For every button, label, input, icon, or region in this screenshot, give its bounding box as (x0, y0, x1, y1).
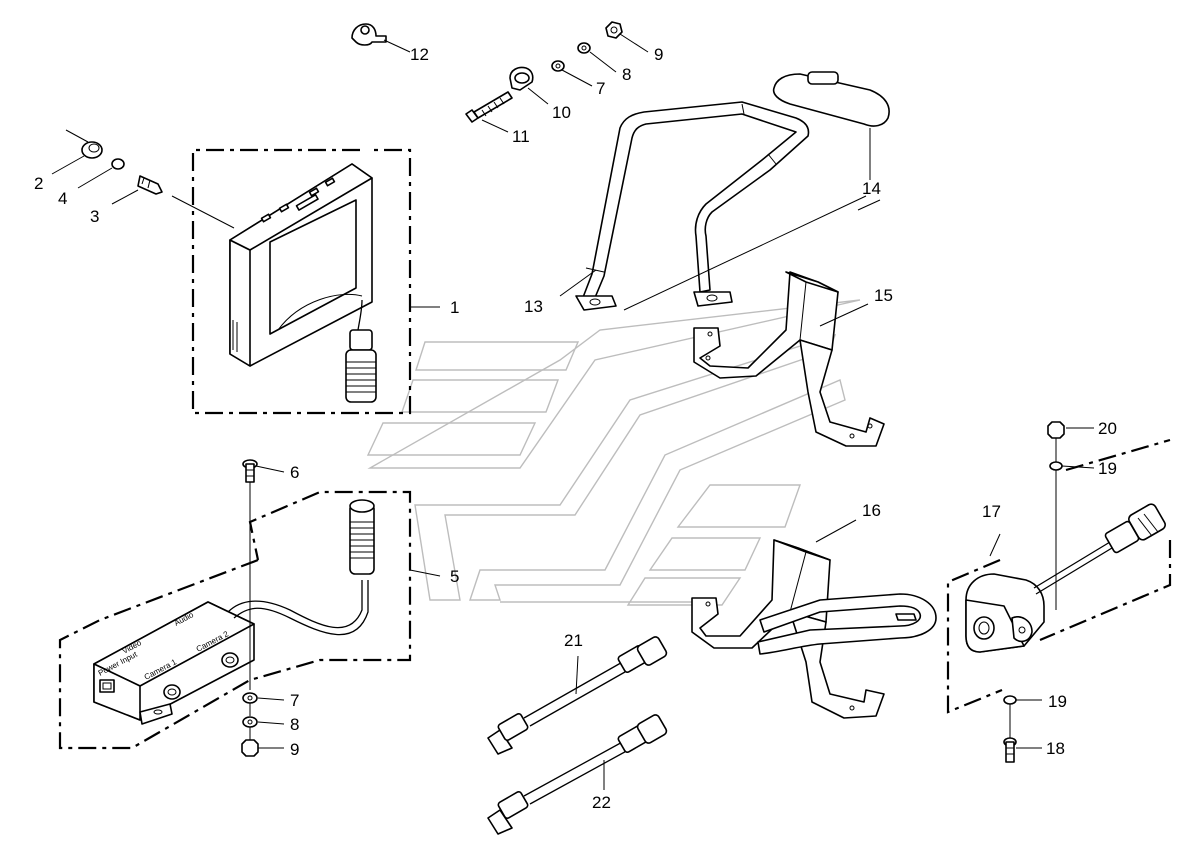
part-13-14-rollbar (559, 71, 890, 311)
callout-1: 1 (450, 298, 459, 317)
callout-20: 20 (1098, 419, 1117, 438)
callout-13: 13 (524, 297, 543, 316)
monitor-hardware (51, 129, 235, 229)
part-12-clip (351, 23, 411, 53)
callout-12: 12 (410, 45, 429, 64)
callout-10: 10 (552, 103, 571, 122)
callout-19-lower: 19 (1048, 692, 1067, 711)
callout-7-upper: 7 (596, 79, 605, 98)
callout-3: 3 (90, 207, 99, 226)
callout-19-upper: 19 (1098, 459, 1117, 478)
callout-8-lower: 8 (290, 715, 299, 734)
part-5-control-box: Video Audio Power Input Camera 1 Camera … (58, 490, 441, 750)
callout-4: 4 (58, 189, 67, 208)
hardware-row-top (465, 21, 649, 133)
callout-14: 14 (862, 179, 881, 198)
callout-16: 16 (862, 501, 881, 520)
part-22-cable (487, 714, 668, 835)
callout-8-upper: 8 (622, 65, 631, 84)
callout-6: 6 (290, 463, 299, 482)
watermark-logo (366, 299, 861, 606)
callout-labels: 1 2 3 4 5 6 7 8 9 7 8 9 10 11 12 13 14 1… (34, 45, 1117, 812)
callout-18: 18 (1046, 739, 1065, 758)
callout-9-lower: 9 (290, 740, 299, 759)
part-1-monitor (191, 148, 440, 415)
callout-7-lower: 7 (290, 691, 299, 710)
callout-11: 11 (512, 127, 530, 146)
part-21-cable (487, 636, 668, 755)
callout-22: 22 (592, 793, 611, 812)
part-15-bracket (693, 271, 885, 447)
part-17-camera (946, 421, 1172, 763)
callout-17: 17 (982, 502, 1001, 521)
callout-15: 15 (874, 286, 893, 305)
callout-21: 21 (564, 631, 583, 650)
callout-2: 2 (34, 174, 43, 193)
callout-9-upper: 9 (654, 45, 663, 64)
callout-5: 5 (450, 567, 459, 586)
part-16-bracket (691, 519, 937, 719)
part-6-screw-stack (241, 459, 285, 757)
